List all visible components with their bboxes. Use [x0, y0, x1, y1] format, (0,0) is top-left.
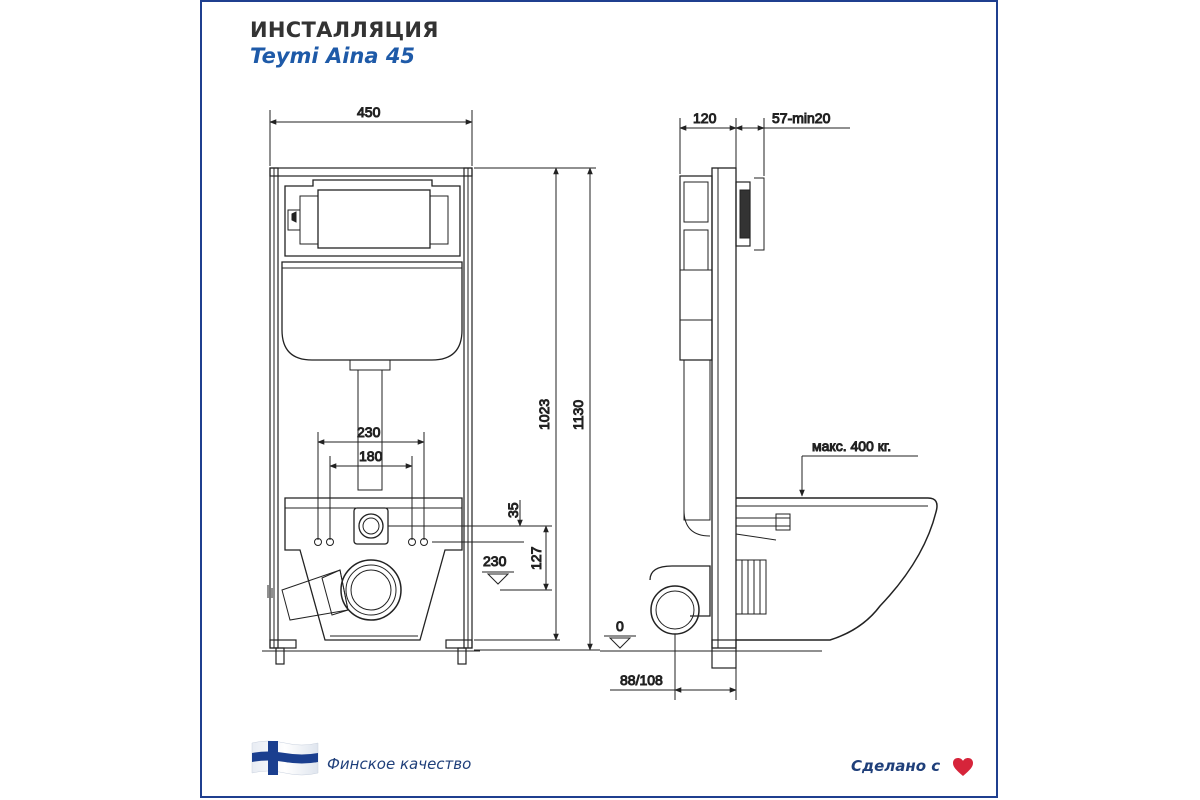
heart-icon — [953, 758, 973, 776]
dim-depth: 120 — [693, 110, 717, 126]
dim-max-load: макс. 400 кг. — [812, 438, 891, 454]
side-view — [600, 118, 938, 700]
product-name: Teymi Aina 45 — [250, 44, 416, 68]
quality-label: Финское качество — [327, 755, 472, 773]
dim-wall-gap: 57-min20 — [772, 110, 831, 126]
dim-inlet-height: 127 — [528, 546, 544, 570]
front-view — [262, 110, 600, 665]
dim-pins-inner: 180 — [359, 448, 383, 464]
dim-total-height: 1130 — [570, 400, 586, 430]
dim-floor-level: 0 — [616, 618, 624, 634]
finland-flag-icon — [251, 740, 319, 776]
dim-drain-diameter: 88/108 — [620, 672, 663, 688]
page-title: ИНСТАЛЛЯЦИЯ — [250, 18, 439, 42]
dim-drain-height: 230 — [483, 553, 507, 569]
dim-frame-height: 1023 — [536, 399, 552, 430]
page-frame — [200, 0, 998, 798]
made-with-label: Сделано с — [851, 757, 941, 775]
dim-pins-outer: 230 — [357, 424, 381, 440]
dim-width: 450 — [357, 104, 381, 120]
dim-flush-offset: 35 — [505, 502, 521, 518]
